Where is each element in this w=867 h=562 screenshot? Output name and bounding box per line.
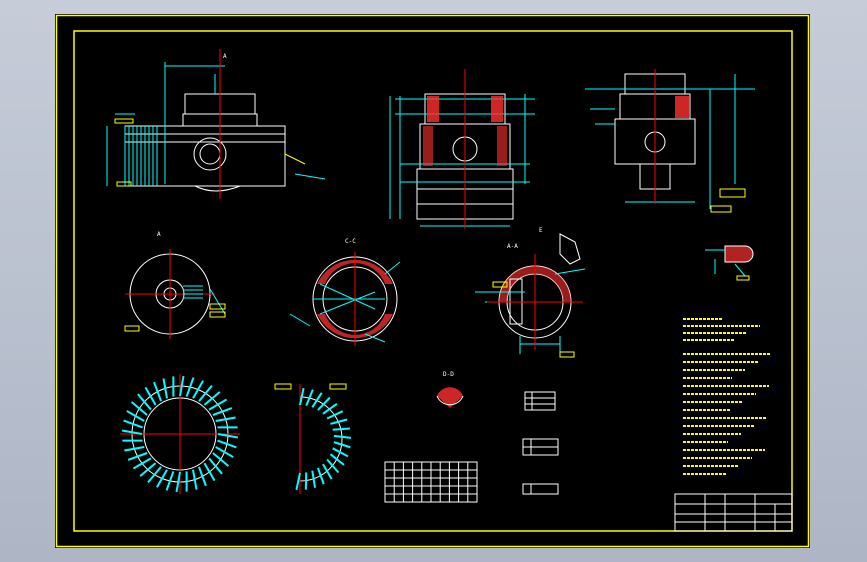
piston-front-view bbox=[106, 49, 326, 199]
gear2-fin bbox=[299, 387, 305, 406]
view-a-label: A bbox=[223, 53, 227, 60]
gear1-fin bbox=[198, 466, 207, 487]
tolerance-table-1 bbox=[524, 391, 556, 411]
outer-frame bbox=[55, 14, 810, 548]
view-e-label: E bbox=[539, 227, 543, 234]
gear1-fin bbox=[132, 457, 152, 470]
gear2-fin bbox=[317, 396, 331, 411]
gear2-fin bbox=[330, 418, 348, 425]
gear1-fin bbox=[198, 384, 213, 402]
piston-section-view bbox=[389, 69, 535, 229]
gear2-fin bbox=[326, 410, 344, 420]
gear1-fin bbox=[127, 452, 148, 461]
gear1-fin bbox=[185, 377, 195, 397]
gear2-tag bbox=[274, 383, 292, 390]
section-cc-view bbox=[289, 252, 401, 346]
gear1-fin bbox=[156, 469, 168, 488]
gear1-fin bbox=[203, 462, 216, 482]
gear2-fin bbox=[305, 389, 314, 406]
tolerance-table-2 bbox=[522, 438, 559, 456]
gear1-fin bbox=[123, 419, 143, 429]
gear1-fin bbox=[147, 466, 162, 484]
gear2-fin bbox=[316, 467, 325, 485]
drawing-svg: A bbox=[55, 14, 810, 548]
gear2-fin bbox=[311, 470, 317, 488]
gear2-fin bbox=[332, 447, 349, 458]
view-cc-label: C-C bbox=[345, 238, 356, 245]
gear1-fin bbox=[212, 452, 230, 467]
view-aa-label: A-A bbox=[507, 243, 518, 250]
gear1-fin bbox=[212, 407, 233, 416]
gear1-fin bbox=[215, 416, 236, 422]
gear1-fin bbox=[192, 469, 198, 490]
gear1-fin bbox=[175, 471, 181, 493]
gear2-fin bbox=[295, 472, 301, 491]
gear1-fin bbox=[162, 378, 168, 399]
gear1-fin bbox=[217, 433, 239, 439]
piston-side-view bbox=[585, 69, 755, 213]
section-aa-view bbox=[475, 233, 586, 358]
gear1-fin bbox=[179, 375, 185, 397]
ring-lands-view-2 bbox=[274, 383, 352, 494]
gear2-fin bbox=[333, 441, 351, 449]
tolerance-table-3 bbox=[522, 483, 559, 495]
title-block bbox=[674, 493, 793, 532]
gear1-fin bbox=[192, 380, 204, 399]
view-detail-label: A bbox=[157, 231, 161, 238]
gear2-fin bbox=[333, 434, 352, 439]
gear1-fin bbox=[137, 393, 152, 411]
gear2-fin bbox=[326, 458, 340, 474]
gear1-fin bbox=[139, 462, 157, 477]
gear2-tag bbox=[329, 383, 347, 390]
gear1-fin bbox=[215, 446, 234, 458]
gear1-fin bbox=[121, 429, 143, 435]
gear1-fin bbox=[130, 401, 148, 416]
gear1-fin bbox=[165, 471, 175, 491]
section-dd-view bbox=[436, 387, 464, 408]
gear2-fin bbox=[329, 453, 345, 466]
gear1-fin bbox=[203, 391, 221, 406]
gear2-fin bbox=[322, 402, 338, 415]
ring-lands-view-1 bbox=[120, 374, 240, 494]
gear1-fin bbox=[153, 381, 162, 402]
circular-view-a bbox=[124, 249, 226, 339]
inner-frame bbox=[73, 30, 793, 532]
gear1-fin bbox=[208, 457, 223, 475]
gear2-fin bbox=[332, 427, 350, 431]
gear1-fin bbox=[208, 398, 228, 411]
ring-groove-detail bbox=[705, 245, 754, 281]
gear2-fin bbox=[322, 463, 333, 480]
drawing-canvas[interactable]: A bbox=[55, 14, 810, 548]
technical-requirements-notes bbox=[683, 318, 771, 475]
gear1-fin bbox=[144, 386, 157, 406]
parameter-table bbox=[384, 461, 478, 503]
gear2-outline bbox=[299, 396, 343, 482]
view-dd-label: D-D bbox=[443, 371, 454, 378]
gear1-fin bbox=[126, 410, 145, 422]
gear1-fin bbox=[124, 446, 145, 452]
gear2-fin bbox=[311, 392, 323, 408]
gear1-fin bbox=[217, 439, 237, 449]
